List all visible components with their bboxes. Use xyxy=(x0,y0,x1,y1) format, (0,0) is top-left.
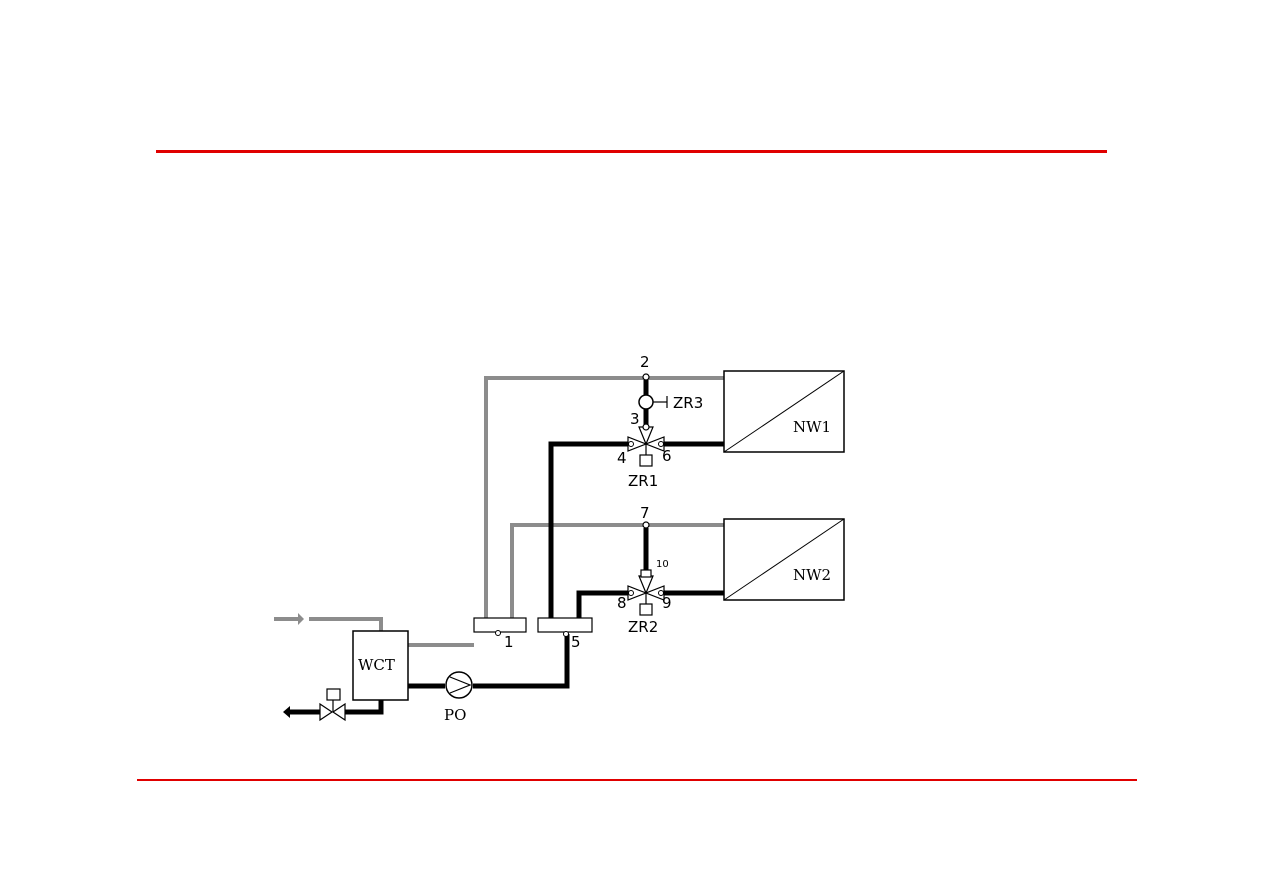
outlet-arrow-icon xyxy=(283,706,300,718)
node-5-marker xyxy=(563,631,569,637)
wct-label: WCT xyxy=(358,656,395,674)
node-markers xyxy=(495,373,664,637)
node-10-label: 10 xyxy=(656,559,669,570)
node-8-marker xyxy=(628,590,634,596)
return-pipes xyxy=(300,380,724,715)
nw1-unit: NW1 xyxy=(723,370,845,453)
node-8-label: 8 xyxy=(617,594,627,612)
node-3-label: 3 xyxy=(630,410,640,428)
return-manifold xyxy=(537,617,593,633)
footer-rule xyxy=(137,779,1137,781)
zr2-label: ZR2 xyxy=(628,618,658,636)
zr1-label: ZR1 xyxy=(628,472,658,490)
zr3-label: ZR3 xyxy=(673,394,703,412)
node-7-label: 7 xyxy=(640,504,650,522)
node-6-label: 6 xyxy=(662,447,672,465)
return-pipe-zr2 xyxy=(576,590,628,618)
manifold5-to-pump-pipe xyxy=(473,634,570,689)
node-9-marker xyxy=(658,590,664,596)
node-4-marker xyxy=(628,441,634,447)
zr2-valve-icon xyxy=(627,569,665,616)
nw2-unit: NW2 xyxy=(723,518,845,601)
node-9-label: 9 xyxy=(662,594,672,612)
node-1-marker xyxy=(495,630,501,636)
pump-icon xyxy=(445,671,473,699)
node-6-marker xyxy=(658,441,664,447)
supply-pipe-nw2 xyxy=(510,523,724,618)
drain-valve-icon xyxy=(319,688,346,722)
node-5-label: 5 xyxy=(571,633,581,651)
header-rule xyxy=(156,150,1107,153)
node-1-label: 1 xyxy=(504,633,514,651)
inlet-arrow-icon xyxy=(274,613,304,625)
nw1-label: NW1 xyxy=(793,418,831,436)
drain-pipe xyxy=(345,700,384,715)
node-4-label: 4 xyxy=(617,449,627,467)
return-pipe-zr1 xyxy=(548,441,628,618)
pump-label: PO xyxy=(444,706,466,724)
zr3-valve-icon xyxy=(638,394,668,410)
supply-manifold xyxy=(473,617,527,633)
supply-pipe-nw1 xyxy=(484,376,724,618)
inlet-pipe xyxy=(309,617,383,633)
node-3-marker xyxy=(642,423,650,431)
nw2-label: NW2 xyxy=(793,566,831,584)
zr1-valve-icon xyxy=(627,426,665,467)
wct-tank: WCT xyxy=(352,630,409,701)
node-2-marker xyxy=(642,373,650,381)
node-7-marker xyxy=(642,521,650,529)
node-2-label: 2 xyxy=(640,353,650,371)
